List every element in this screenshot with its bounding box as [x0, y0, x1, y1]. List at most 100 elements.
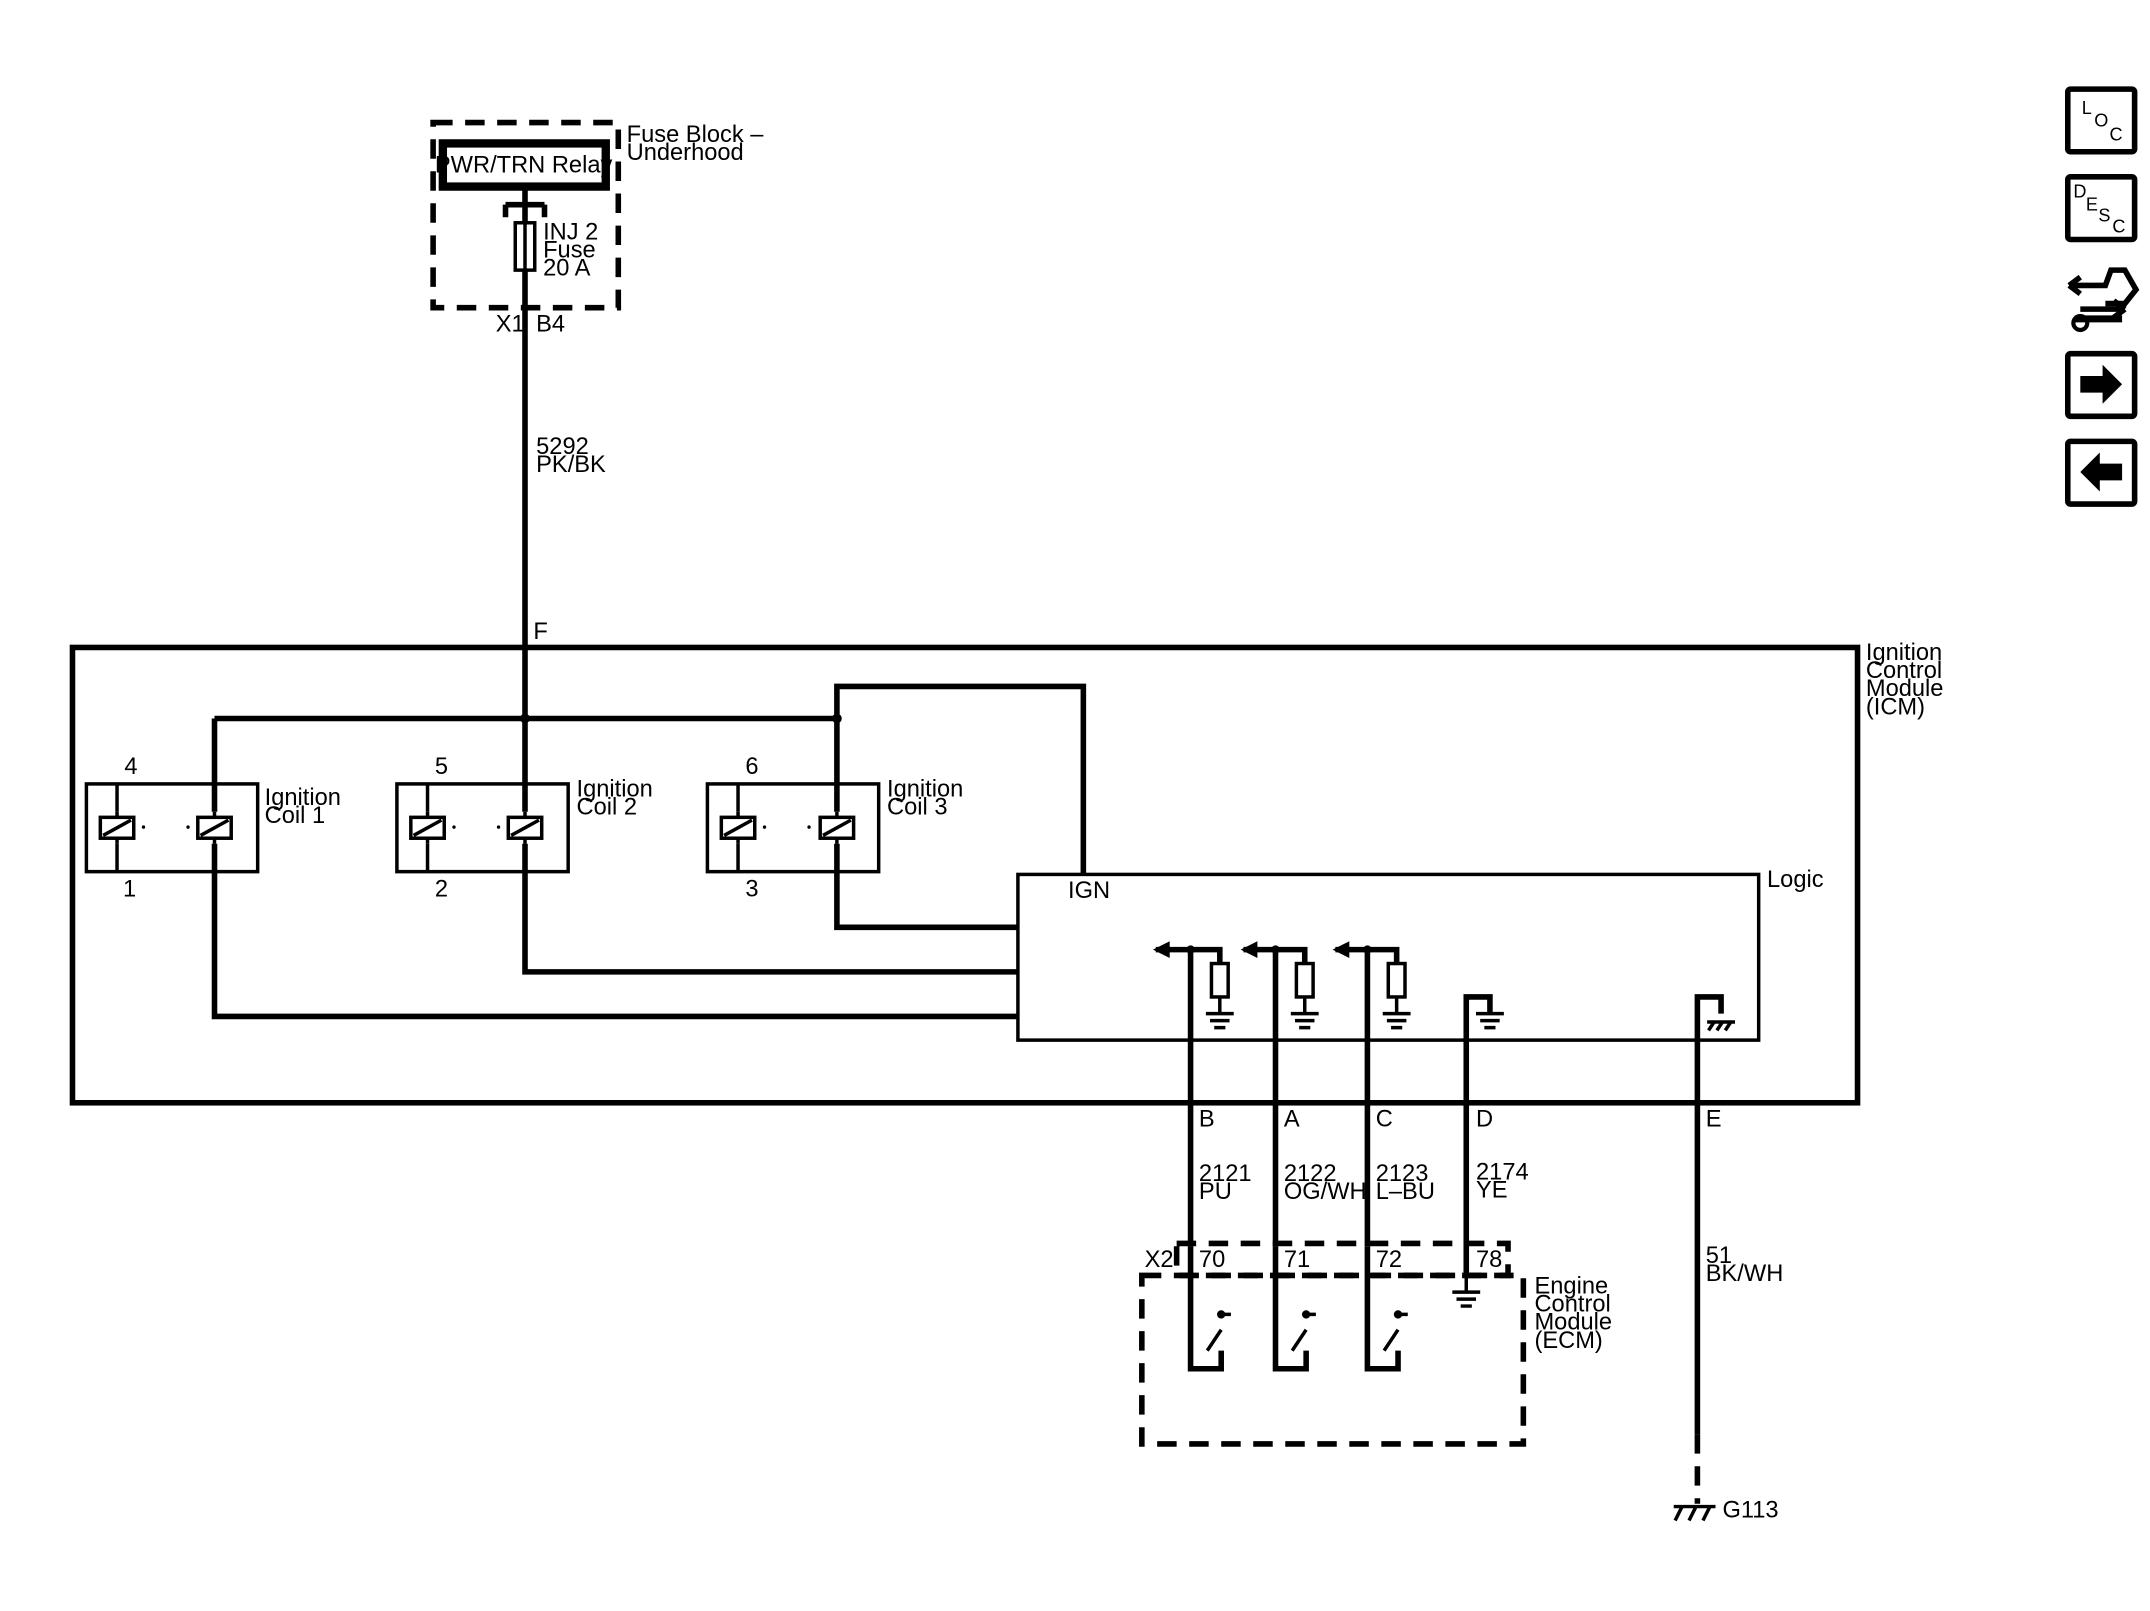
logic-input-b [1152, 941, 1234, 1247]
fuse-block-title-2: Underhood [627, 140, 744, 166]
ground-icon [1382, 996, 1411, 1030]
coil-3-control-wire [834, 843, 1018, 931]
ignition-coil-2: 5 2 Ignition Coil 2 [395, 718, 653, 903]
ground-icon [1205, 996, 1234, 1030]
icm-title-4: (ICM) [1866, 694, 1925, 720]
relay-contact [502, 201, 548, 223]
icm-pin-d: D [1476, 1106, 1493, 1132]
x2-connector-label: X2 [1145, 1247, 1174, 1273]
pulldown-resistor-icon [1209, 961, 1230, 999]
arrow-right-icon [2080, 364, 2123, 404]
ecm-pin-70: 70 [1199, 1247, 1225, 1273]
svg-text:O: O [2094, 111, 2108, 131]
svg-text:C: C [2112, 217, 2125, 237]
ecm-title-4: (ECM) [1534, 1328, 1602, 1354]
loc-button[interactable]: L O C [2064, 86, 2138, 155]
loc-icon: L O C [2082, 98, 2123, 144]
circuit-51-number: 51 [1706, 1243, 1732, 1269]
circuit-2174-number: 2174 [1476, 1159, 1529, 1185]
coil-2-control-wire [522, 843, 1018, 975]
logic-label: Logic [1767, 867, 1824, 893]
arrow-left-icon [1152, 941, 1170, 958]
switch-icon [1205, 1312, 1231, 1352]
x1-connector-label: X1 [496, 311, 525, 337]
pwr-trn-relay-label: PWR/TRN Relay [435, 153, 613, 179]
ground-icon [1476, 1011, 1504, 1030]
coil-1-bottom-pin: 1 [123, 877, 136, 903]
logic-input-a [1240, 941, 1319, 1247]
circuit-2174-color: YE [1476, 1177, 1508, 1203]
desc-icon: D E S C [2073, 182, 2125, 237]
ecm-outline [1139, 1272, 1527, 1447]
ignition-coil-1: 4 1 Ignition Coil 1 [84, 718, 341, 903]
ecm-driver-71 [1272, 1246, 1316, 1372]
coil-1-control-wire [211, 843, 1018, 1020]
pulldown-resistor-icon [1386, 961, 1407, 999]
ecm-title-2: Control [1534, 1292, 1610, 1318]
ign-label: IGN [1068, 878, 1110, 904]
coil-3-label-1: Ignition [887, 776, 963, 802]
circuit-2122-number: 2122 [1284, 1161, 1337, 1187]
svg-text:D: D [2073, 182, 2086, 202]
coil-1-label-1: Ignition [265, 785, 341, 811]
arrow-left-icon [2080, 452, 2123, 492]
coil-2-bottom-pin: 2 [435, 877, 448, 903]
chassis-ground-icon [1673, 1504, 1716, 1522]
fuse-name: INJ 2 [543, 219, 598, 245]
ecm-driver-70 [1187, 1246, 1231, 1372]
coil-2-box [395, 782, 570, 874]
logic-ground-d [1463, 994, 1504, 1276]
x2-connector-outline [1173, 1240, 1511, 1279]
coil-3-box [705, 782, 881, 874]
coil-1-top-pin: 4 [124, 754, 137, 780]
circuit-2121-color: PU [1199, 1179, 1232, 1205]
icm-pin-c: C [1376, 1106, 1393, 1132]
ign-feed-wire [834, 683, 1087, 875]
feed-wire-circuit: 5292 [536, 434, 589, 460]
ecm-pin-72: 72 [1376, 1247, 1402, 1273]
icm-title-2: Control [1866, 658, 1942, 684]
ecm-pin-78: 78 [1476, 1247, 1502, 1273]
circuit-2123-number: 2123 [1376, 1161, 1429, 1187]
x1-pin-label: B4 [536, 311, 565, 337]
icm-pin-a: A [1284, 1106, 1300, 1132]
svg-text:C: C [2110, 125, 2123, 145]
connector-tool-button[interactable] [2067, 267, 2140, 333]
icm-title-3: Module [1866, 676, 1944, 702]
ecm-driver-72 [1364, 1246, 1408, 1372]
coil-1-label-2: Coil 1 [265, 803, 325, 829]
engine-control-module: X2 70 71 72 78 Engine Control Module (EC… [1139, 1240, 1612, 1447]
coil-2-label-1: Ignition [577, 776, 653, 802]
fuse-block-underhood: PWR/TRN Relay INJ 2 Fuse 20 A Fuse Block… [430, 119, 765, 337]
circuit-51-color: BK/WH [1706, 1261, 1784, 1287]
forward-button[interactable] [2064, 350, 2138, 420]
fuse-rating: 20 A [543, 256, 591, 282]
circuit-2123-color: L–BU [1376, 1179, 1435, 1205]
ground-g113-label: G113 [1722, 1498, 1778, 1524]
pulldown-resistor-icon [1294, 961, 1315, 999]
icm-pin-f: F [533, 619, 547, 645]
feed-wire-color: PK/BK [536, 452, 606, 478]
icm-pin-b: B [1199, 1106, 1215, 1132]
arrow-left-icon [1240, 941, 1258, 958]
ecm-ground-78 [1452, 1275, 1481, 1308]
icm-pin-e: E [1706, 1106, 1722, 1132]
switch-icon [1290, 1312, 1316, 1352]
svg-text:E: E [2086, 194, 2098, 214]
logic-ground-e [1694, 994, 1735, 1435]
desc-button[interactable]: D E S C [2064, 174, 2138, 243]
ground-icon [1452, 1275, 1481, 1308]
ignition-coil-3: 6 3 Ignition Coil 3 [705, 718, 963, 903]
logic-block [1016, 872, 1761, 1042]
connector-tool-icon [2067, 267, 2140, 333]
chassis-ground-icon [1707, 1020, 1735, 1032]
svg-text:S: S [2098, 205, 2110, 225]
circuit-2122-color: OG/WH [1284, 1179, 1367, 1205]
coil-2-label-2: Coil 2 [577, 795, 637, 821]
back-button[interactable] [2064, 438, 2138, 507]
fuse-block-title-1: Fuse Block – [627, 122, 765, 148]
svg-text:L: L [2082, 98, 2092, 118]
switch-icon [1382, 1312, 1408, 1352]
icm-title-1: Ignition [1866, 640, 1942, 666]
